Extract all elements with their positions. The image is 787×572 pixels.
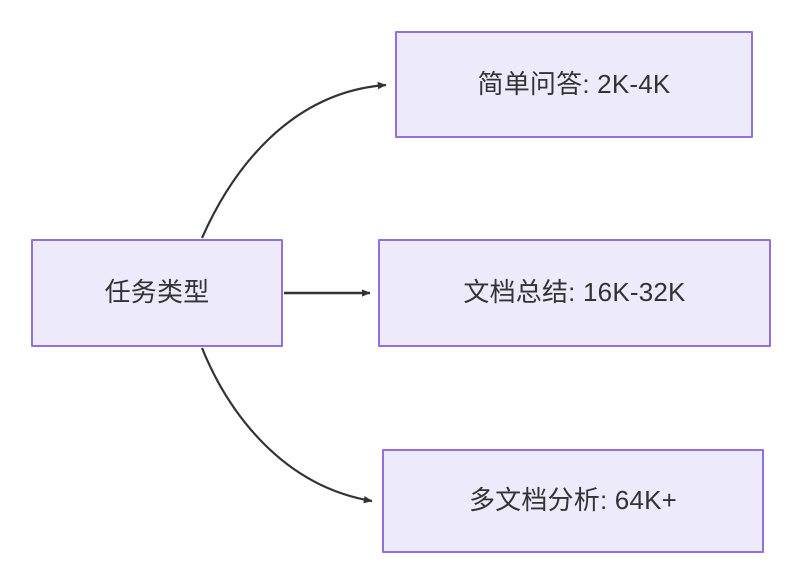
node-simple-qa[interactable]: 简单问答: 2K-4K bbox=[395, 31, 753, 138]
edge-root-to-multi-doc bbox=[200, 347, 373, 504]
node-label: 简单问答: 2K-4K bbox=[477, 68, 671, 99]
node-multi-doc-analysis[interactable]: 多文档分析: 64K+ bbox=[382, 449, 764, 553]
node-label: 任务类型 bbox=[104, 277, 210, 308]
node-doc-summary[interactable]: 文档总结: 16K-32K bbox=[378, 239, 771, 347]
edge-root-to-simple-qa bbox=[200, 81, 387, 239]
node-label: 文档总结: 16K-32K bbox=[463, 277, 686, 308]
node-task-type[interactable]: 任务类型 bbox=[31, 239, 283, 347]
node-label: 多文档分析: 64K+ bbox=[468, 485, 678, 516]
